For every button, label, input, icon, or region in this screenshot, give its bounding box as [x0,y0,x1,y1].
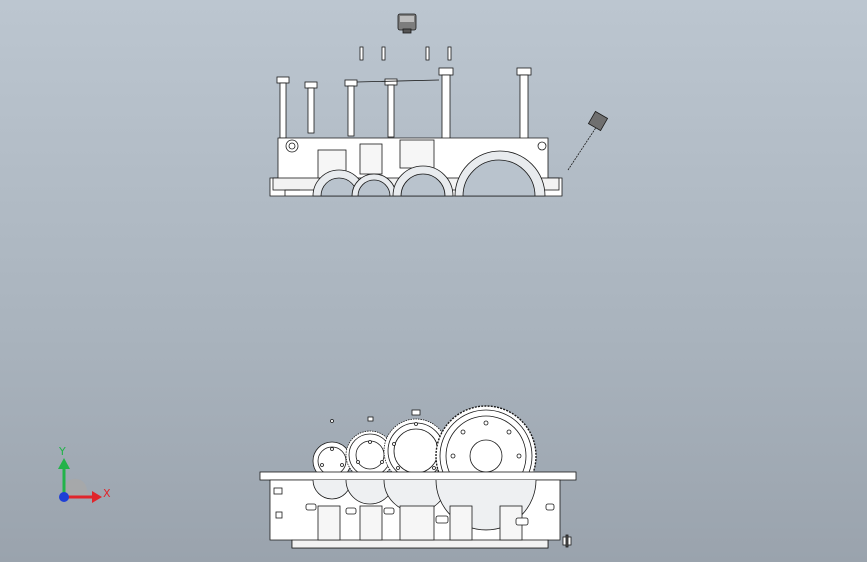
lower-housing-assembly[interactable] [259,405,577,549]
y-axis-arrow-icon [58,458,70,469]
coordinate-triad[interactable]: Y X [58,445,111,503]
x-axis-arrow-icon [92,491,102,503]
x-axis-label: X [103,487,111,500]
z-axis-dot-icon [59,492,69,502]
gear-shaft-1 [312,441,352,481]
upper-housing-assembly[interactable] [269,13,609,197]
long-bolts [276,67,532,146]
upper-housing-body [269,137,563,197]
y-axis-label: Y [58,445,66,458]
small-screws [359,46,452,61]
breather-cap[interactable] [397,13,417,34]
oil-dipstick [567,110,609,171]
lower-housing-body [259,471,577,549]
